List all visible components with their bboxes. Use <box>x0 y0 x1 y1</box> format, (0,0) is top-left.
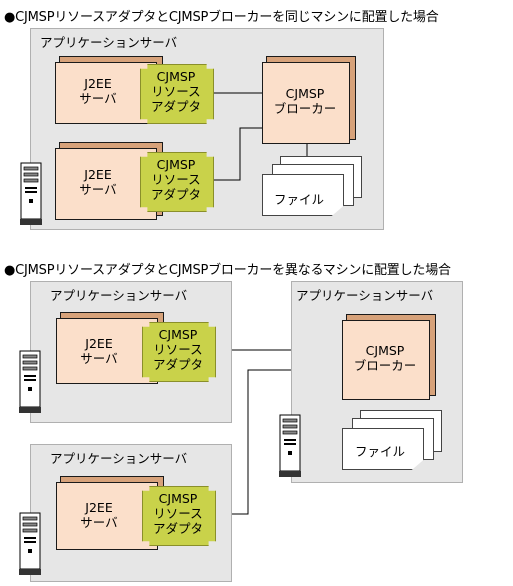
region-label: アプリケーションサーバ <box>50 451 188 466</box>
j2ee-server-box <box>56 482 158 550</box>
server-machine-icon <box>19 350 41 413</box>
resource-adapter <box>140 64 214 124</box>
broker-box <box>342 320 430 400</box>
resource-adapter <box>140 152 214 212</box>
connector-line <box>210 127 262 181</box>
file-label: ファイル <box>355 444 406 459</box>
file-label: ファイル <box>274 192 325 207</box>
region-label: アプリケーションサーバ <box>40 35 178 50</box>
region-label: アプリケーションサーバ <box>296 288 434 303</box>
server-machine-icon <box>279 414 301 477</box>
broker-box <box>262 62 350 144</box>
j2ee-server-box <box>56 318 158 384</box>
bottom-section-heading: ●CJMSPリソースアダプタとCJMSPブローカーを異なるマシンに配置した場合 <box>4 263 451 278</box>
server-machine-icon <box>20 162 42 225</box>
region-label: アプリケーションサーバ <box>50 288 188 303</box>
server-machine-icon <box>19 512 41 575</box>
resource-adapter <box>142 322 216 382</box>
resource-adapter <box>142 486 216 546</box>
top-section-heading: ●CJMSPリソースアダプタとCJMSPブローカーを同じマシンに配置した場合 <box>4 10 439 25</box>
